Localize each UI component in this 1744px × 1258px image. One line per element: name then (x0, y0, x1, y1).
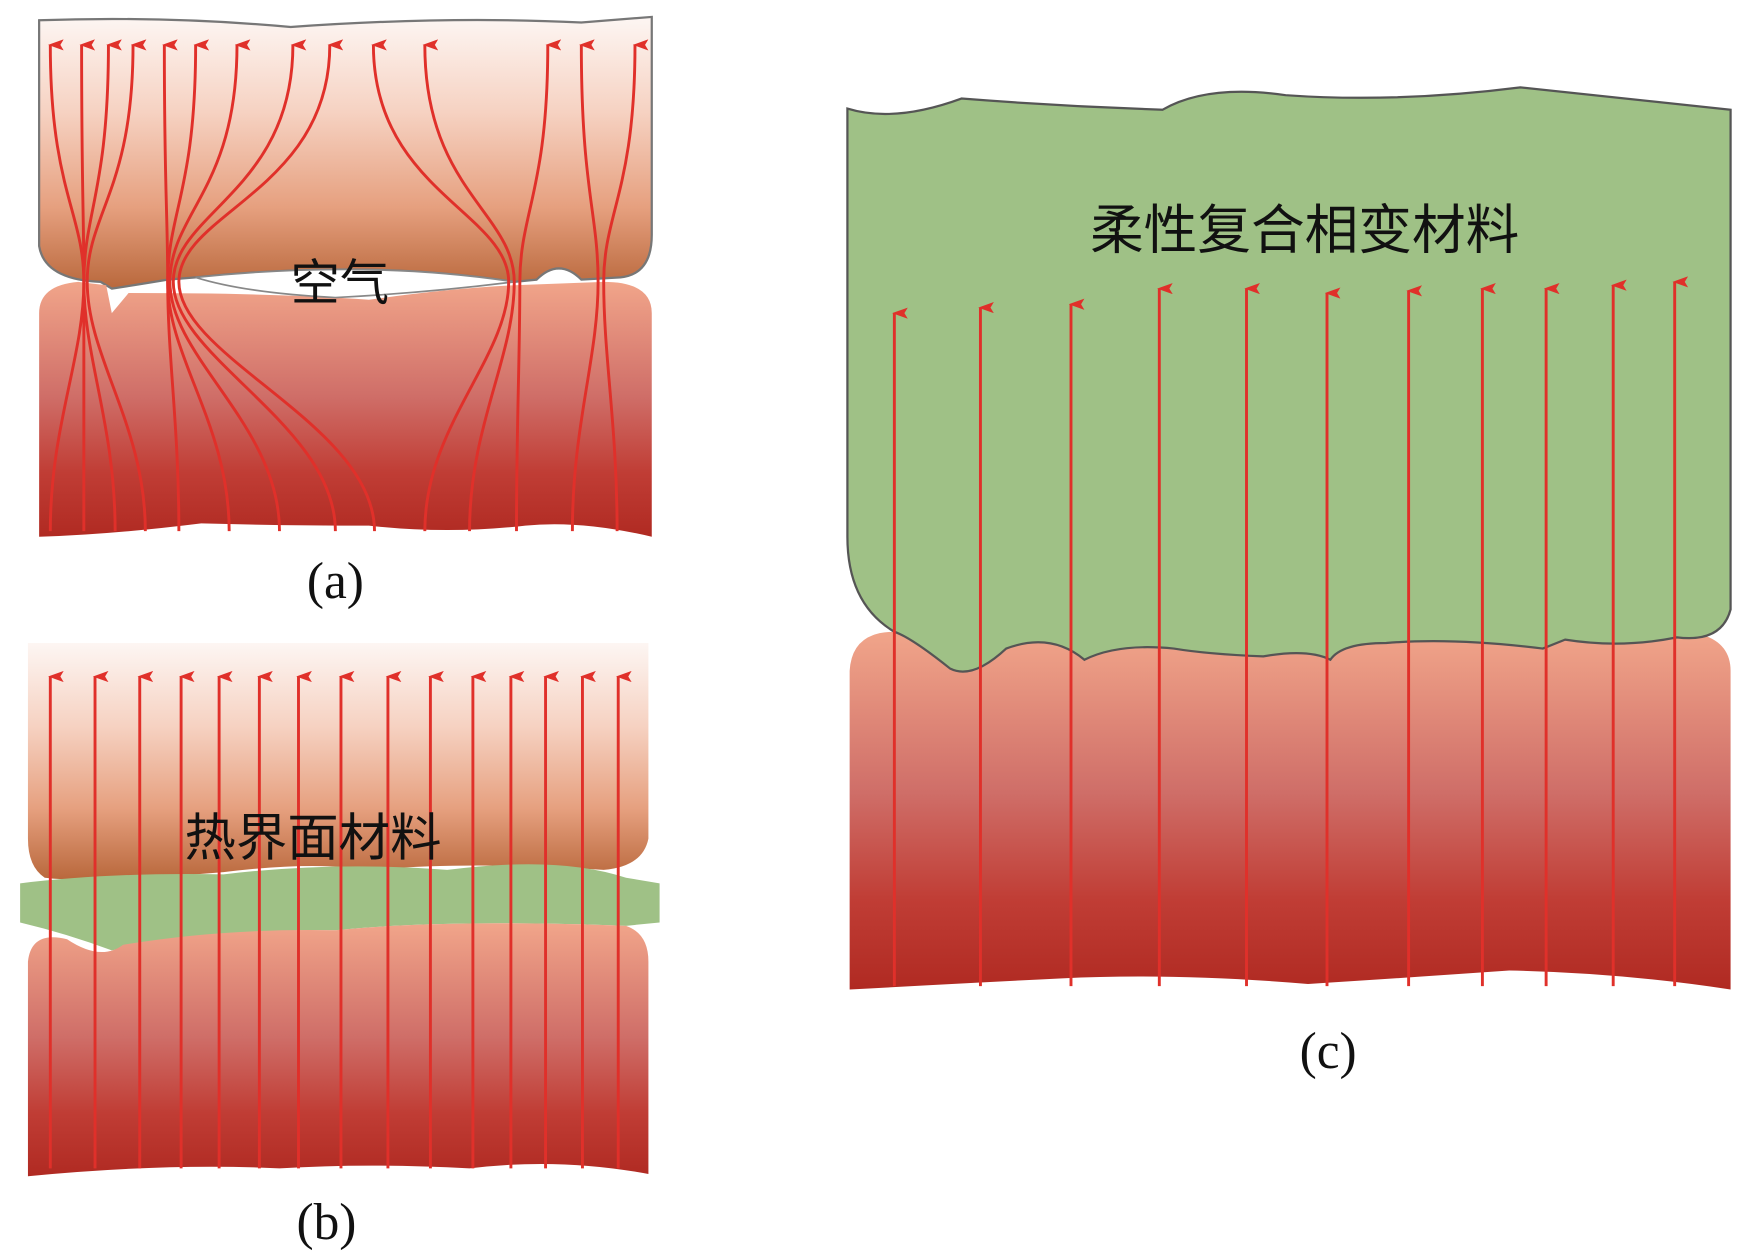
heat-flux-arrow (515, 39, 562, 532)
heat-flux-arrow (166, 39, 231, 532)
heat-flux-arrow (422, 39, 516, 532)
upper-solid-block (27, 642, 649, 880)
air-label: 空气 (291, 254, 389, 312)
heat-flux-arrow (171, 39, 337, 532)
flexible-composite-pcm (846, 86, 1732, 673)
panel-a: 空气 (a) (38, 15, 653, 610)
heat-flux-arrow (85, 39, 147, 532)
panel-c: 柔性复合相变材料 (c) (846, 86, 1732, 1080)
heat-flux-lines-b (48, 670, 632, 1169)
caption-b: (b) (296, 1194, 356, 1251)
caption-c: (c) (1300, 1023, 1357, 1080)
heat-flux-arrow (602, 39, 649, 532)
heat-flux-arrow (371, 39, 511, 532)
panel-b: 热界面材料 (b) (20, 642, 660, 1251)
heat-flux-arrow (82, 39, 122, 532)
tim-label: 热界面材料 (184, 808, 441, 868)
lower-solid-block (27, 923, 649, 1177)
upper-solid-block (38, 15, 653, 290)
heat-flux-arrow (570, 39, 600, 532)
lower-solid-block (39, 281, 652, 537)
heat-flux-arrow (168, 39, 281, 532)
air-gap (195, 268, 515, 299)
pcm-label: 柔性复合相变材料 (1090, 198, 1519, 261)
caption-a: (a) (307, 553, 364, 610)
heat-flux-arrow (177, 39, 376, 532)
heat-flux-lines-a (48, 39, 649, 532)
heat-flux-lines-c (892, 276, 1689, 987)
